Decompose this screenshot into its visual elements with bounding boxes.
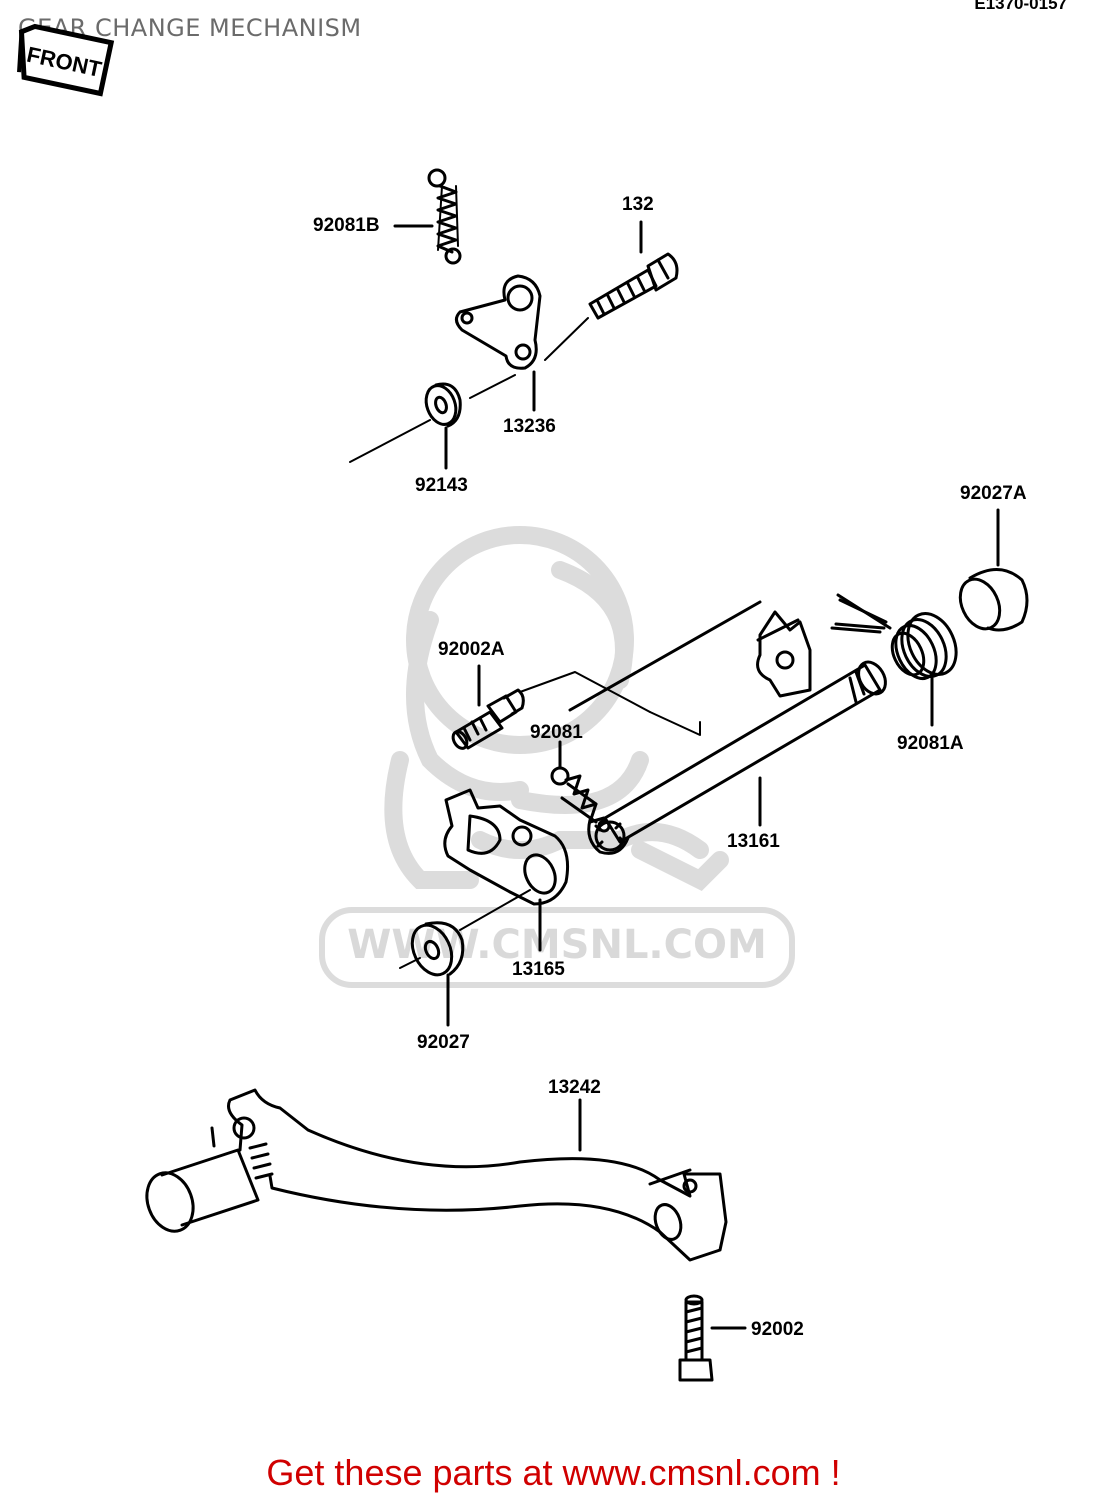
- plate-13165: [443, 788, 570, 906]
- label-13165: 13165: [512, 959, 565, 980]
- footer-link[interactable]: Get these parts at www.cmsnl.com !: [266, 1452, 841, 1493]
- label-92002a: 92002A: [438, 639, 505, 660]
- front-marker: FRONT: [17, 23, 115, 97]
- spring-92081b: [427, 168, 462, 265]
- label-132: 132: [622, 194, 654, 215]
- bolt-132: [588, 252, 679, 320]
- arm-13236: [455, 274, 542, 370]
- label-92143: 92143: [415, 475, 468, 496]
- label-13242: 13242: [548, 1077, 601, 1098]
- label-92081b: 92081B: [313, 215, 380, 236]
- watermark: [319, 526, 795, 988]
- bolt-92002: [678, 1294, 714, 1382]
- diagram-code: E1370-0157: [974, 0, 1067, 13]
- label-92027a: 92027A: [960, 483, 1027, 504]
- label-13236: 13236: [503, 416, 556, 437]
- label-92002: 92002: [751, 1319, 804, 1340]
- collar-92027a: [958, 568, 1029, 632]
- bolt-92002a: [451, 688, 525, 750]
- spring-92081a: [830, 593, 958, 680]
- label-92081a: 92081A: [897, 733, 964, 754]
- pedal-13242: [145, 1088, 728, 1262]
- label-92027: 92027: [417, 1032, 470, 1053]
- collar-92027: [410, 921, 465, 977]
- shaft-13161: [568, 600, 887, 855]
- collar-92143: [424, 382, 462, 428]
- label-92081: 92081: [530, 722, 583, 743]
- parts-diagram: WWW.CMSNL.COM FRONT: [17, 23, 1029, 1382]
- label-13161: 13161: [727, 831, 780, 852]
